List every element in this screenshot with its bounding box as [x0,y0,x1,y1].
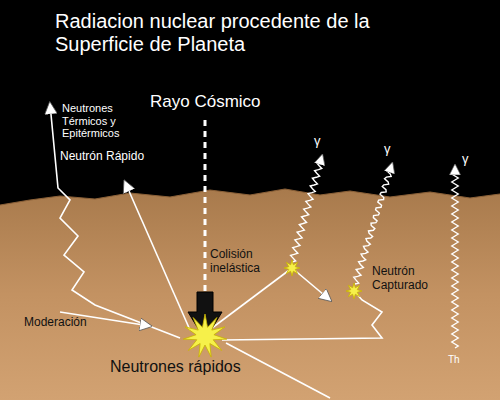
interaction-burst [183,314,227,357]
ground [0,189,500,400]
gamma-label: γ [314,134,321,149]
neutron-track [226,343,330,398]
gamma-ray [452,166,458,348]
neutron-track [292,268,330,300]
inelastic-collision-label: Colisión inelástica [210,248,274,276]
thermal-neutrons-label: Neutrones Térmicos y Epitérmicos [62,102,136,140]
cosmic-ray-label: Rayo Cósmico [150,92,261,112]
gamma-label: γ [384,142,391,157]
interaction-burst [284,260,300,276]
fast-neutrons-label: Neutrones rápidos [110,358,241,376]
moderation-label: Moderación [24,316,87,330]
fast-neutron-label: Neutrón Rápido [60,150,144,164]
thorium-label: Th [448,354,460,366]
particle-paths [50,104,458,398]
title: Radiacion nuclear procedente de la Super… [55,10,455,56]
captured-neutron-label: Neutrón Capturado [372,265,444,293]
neutron-track [212,268,292,328]
gamma-ray [291,156,322,262]
interaction-burst [346,283,362,299]
neutron-track [222,293,382,340]
gamma-label: γ [462,152,469,167]
horizon-edge [0,189,500,205]
cosmic-ray-dashed [204,120,207,292]
neutron-track [125,182,190,330]
